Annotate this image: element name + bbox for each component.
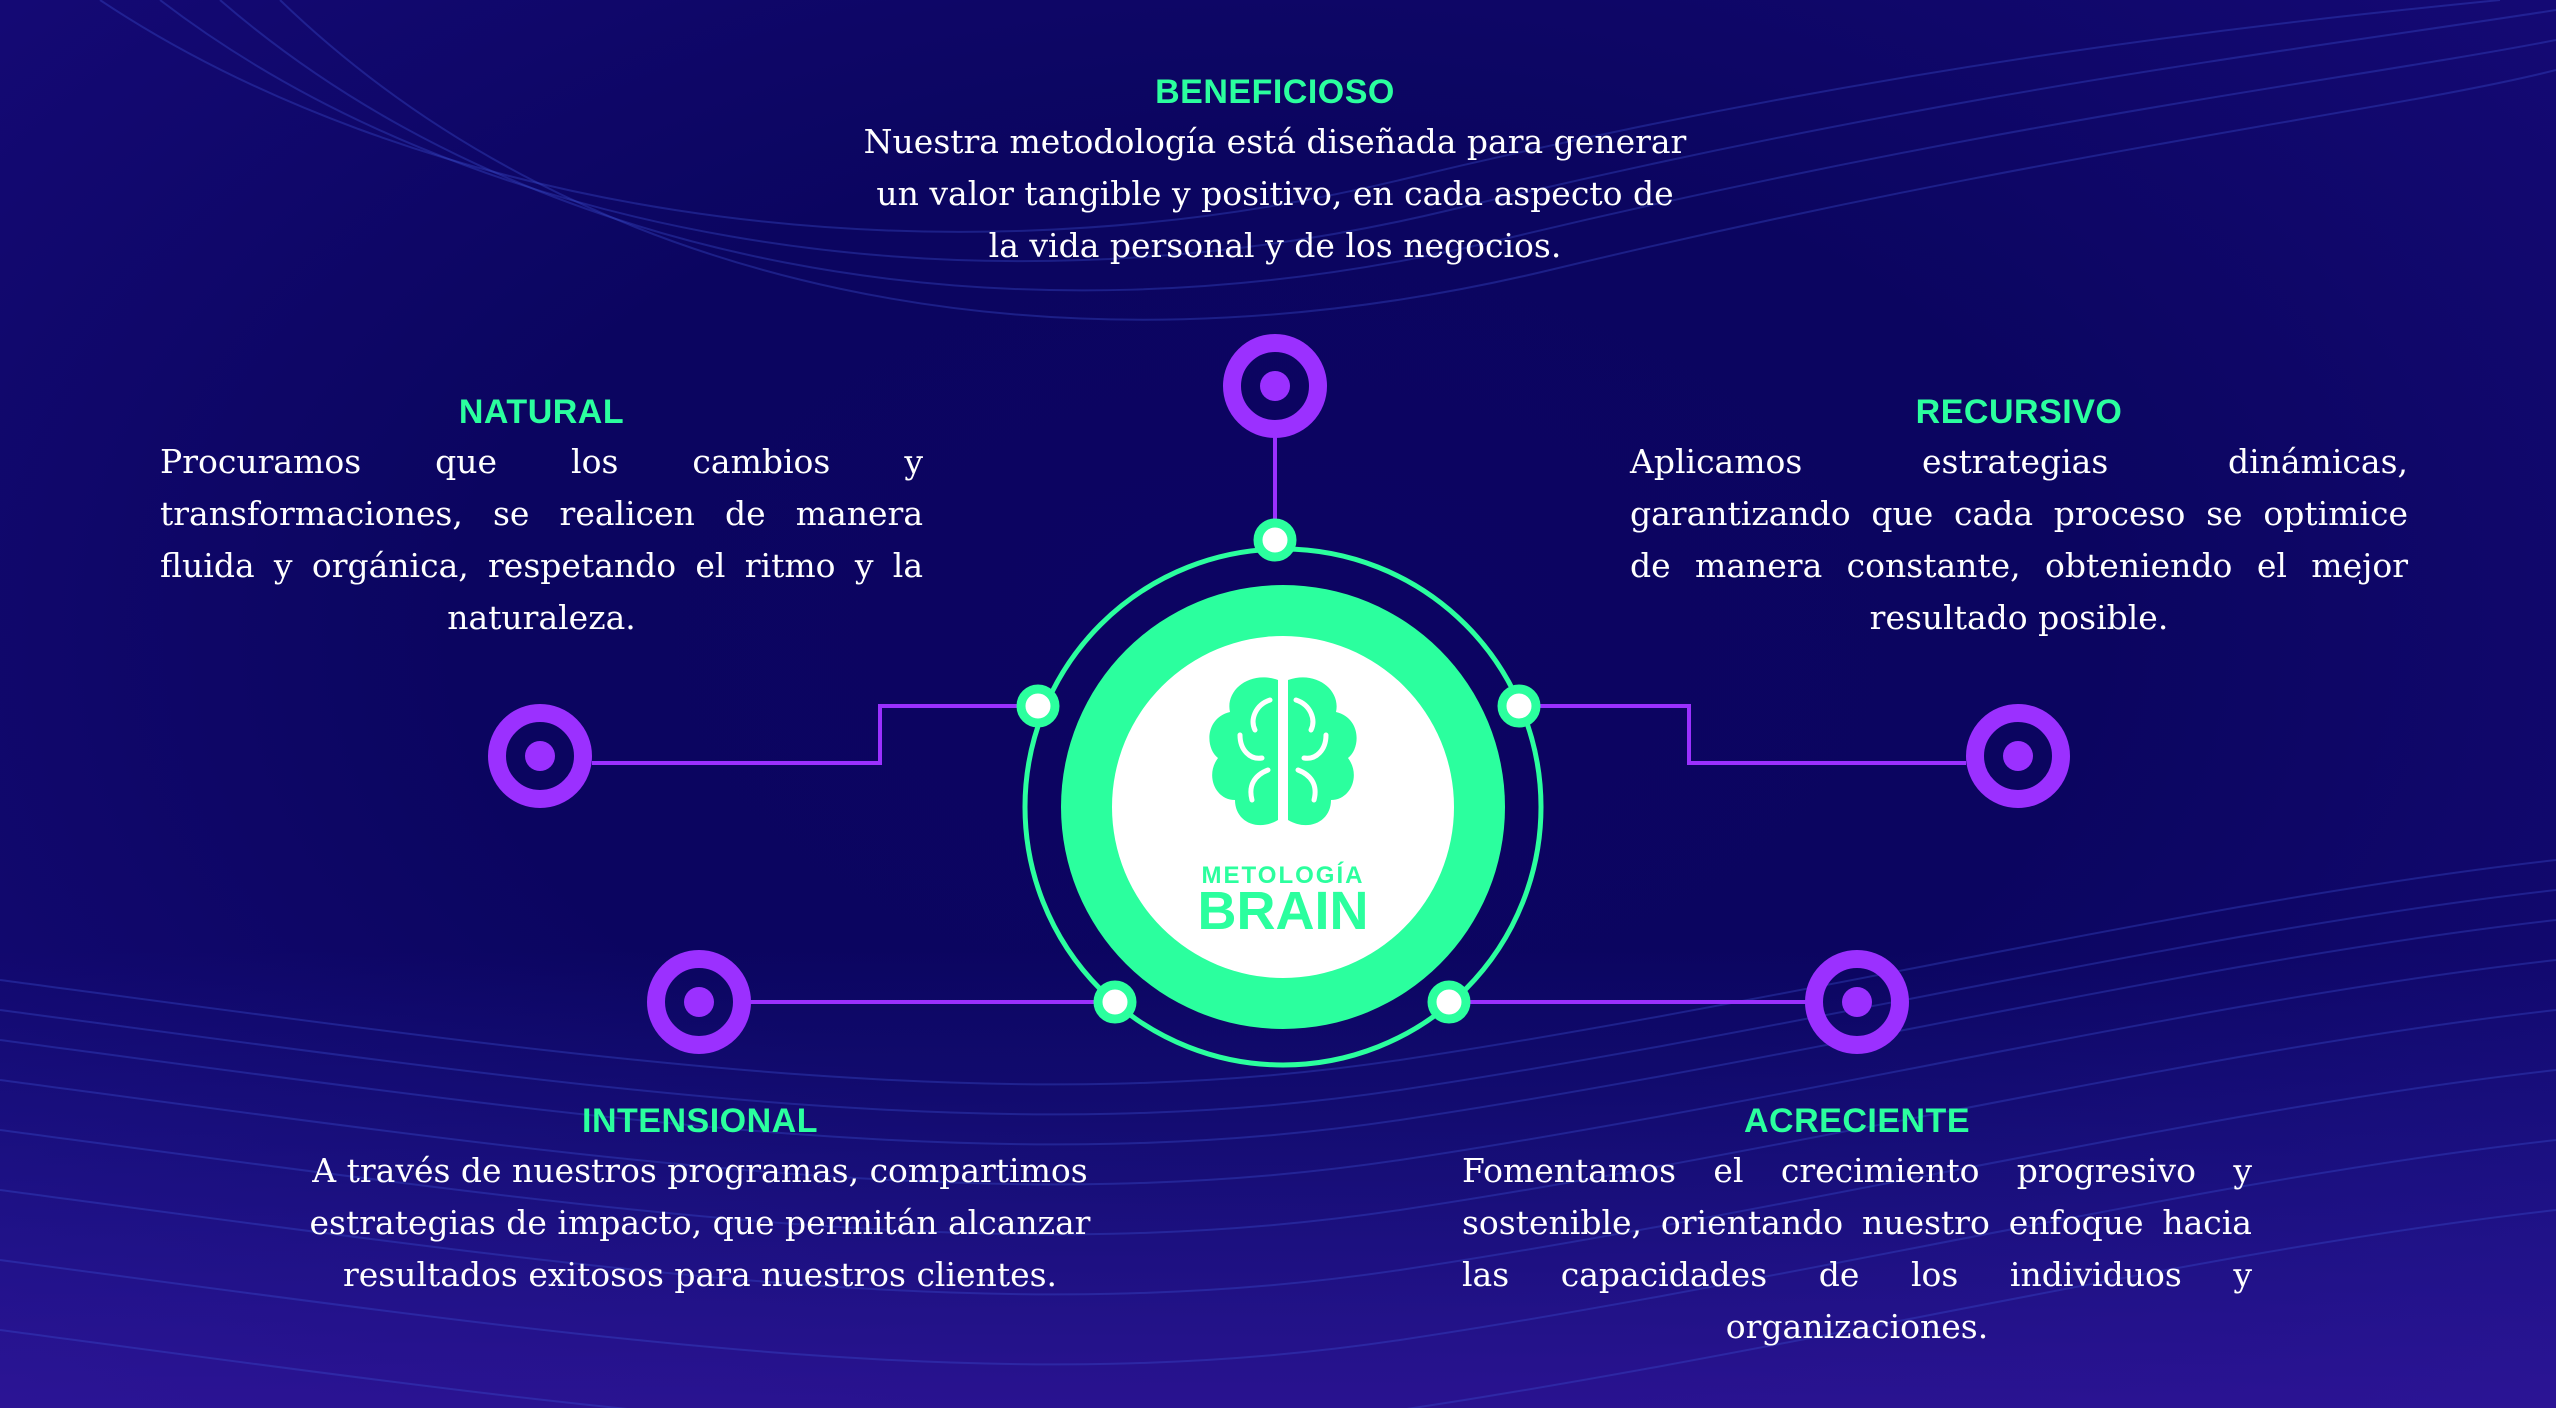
- section-text-line: Procuramos que los cambios y: [160, 442, 923, 481]
- section-text-line: A través de nuestros programas, comparti…: [312, 1151, 1088, 1190]
- section-title: NATURAL: [458, 393, 625, 431]
- section-title: ACRECIENTE: [1743, 1102, 1971, 1140]
- section-text-line: naturaleza.: [447, 598, 636, 637]
- section-beneficioso: BENEFICIOSO Nuestra metodología está dis…: [815, 68, 1735, 272]
- section-text-line: resultado posible.: [1869, 598, 2169, 637]
- section-acreciente: ACRECIENTE Fomentamos el crecimiento pro…: [1462, 1097, 2252, 1353]
- connector-left: [592, 704, 1038, 765]
- target-nodes: [488, 334, 2070, 1054]
- section-text-line: las capacidades de los individuos y: [1462, 1255, 2252, 1294]
- section-text-line: Fomentamos el crecimiento progresivo y: [1462, 1151, 2252, 1190]
- connector-right: [1519, 704, 1966, 765]
- section-intensional: INTENSIONAL A través de nuestros program…: [290, 1097, 1110, 1301]
- section-text-line: garantizando que cada proceso se optimic…: [1630, 494, 2408, 533]
- section-title: BENEFICIOSO: [1155, 73, 1395, 111]
- section-text-line: transformaciones, se realicen de manera: [160, 494, 923, 533]
- ring-nodes: [1016, 518, 1541, 1024]
- section-text-line: organizaciones.: [1725, 1307, 1989, 1346]
- section-text-line: de manera constante, obteniendo el mejor: [1630, 546, 2408, 585]
- section-text-line: Aplicamos estrategias dinámicas,: [1630, 442, 2408, 481]
- section-recursivo: RECURSIVO Aplicamos estrategias dinámica…: [1630, 388, 2408, 644]
- section-natural: NATURAL Procuramos que los cambios y tra…: [160, 388, 923, 644]
- section-text-line: estrategias de impacto, que permitán alc…: [309, 1203, 1091, 1242]
- section-text-line: un valor tangible y positivo, en cada as…: [876, 174, 1674, 213]
- section-text-line: sostenible, orientando nuestro enfoque h…: [1462, 1203, 2252, 1242]
- section-title: INTENSIONAL: [582, 1102, 818, 1140]
- section-text-line: Nuestra metodología está diseñada para g…: [863, 122, 1687, 161]
- section-text-line: la vida personal y de los negocios.: [988, 226, 1562, 265]
- white-core: [1112, 636, 1454, 978]
- section-text-line: fluida y orgánica, respetando el ritmo y…: [160, 546, 923, 585]
- logo-title: BRAIN: [1197, 881, 1369, 941]
- section-text-line: resultados exitosos para nuestros client…: [342, 1255, 1058, 1294]
- section-title: RECURSIVO: [1915, 393, 2123, 431]
- logo-subtitle: METOLOGÍA: [1201, 862, 1365, 889]
